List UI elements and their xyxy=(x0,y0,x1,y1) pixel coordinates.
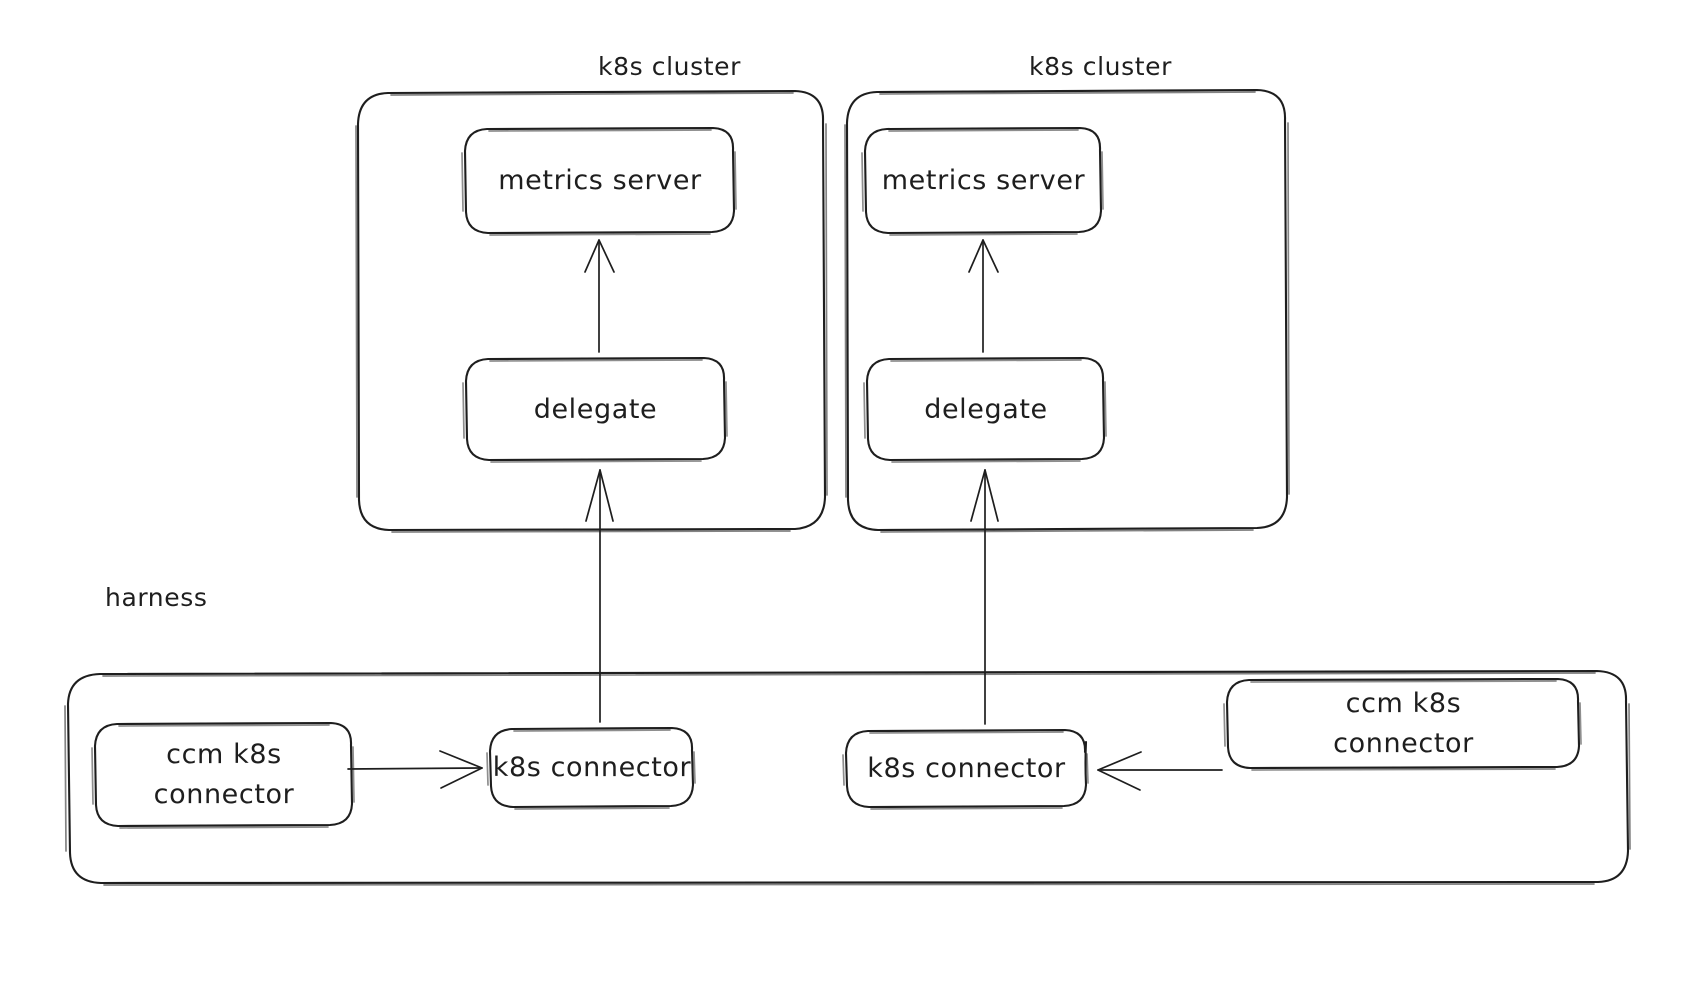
delegate-right-box[interactable] xyxy=(863,356,1107,463)
harness-container[interactable] xyxy=(64,669,1631,886)
edge-delegate-to-metrics-left xyxy=(584,239,615,353)
edge-delegate-to-metrics-right xyxy=(968,239,999,353)
ccm-k8s-connector-left-box[interactable] xyxy=(91,721,355,829)
edge-connector-to-delegate-left xyxy=(585,469,614,723)
edge-ccm-to-connector-right xyxy=(1097,751,1223,791)
metrics-server-right-box[interactable] xyxy=(861,126,1104,236)
harness-caption: harness xyxy=(105,583,208,612)
edge-ccm-to-connector-left xyxy=(347,750,483,789)
delegate-left-box[interactable] xyxy=(462,356,728,463)
cluster-left-caption: k8s cluster xyxy=(598,52,741,81)
cluster-right-container[interactable] xyxy=(844,88,1290,533)
metrics-server-left-box[interactable] xyxy=(461,126,737,236)
edge-connector-to-delegate-right xyxy=(970,469,999,725)
cluster-right-caption: k8s cluster xyxy=(1029,52,1172,81)
k8s-connector-right-box[interactable] xyxy=(842,728,1089,810)
ccm-k8s-connector-right-box[interactable] xyxy=(1223,677,1582,771)
cluster-left-container[interactable] xyxy=(355,89,828,533)
k8s-connector-left-box[interactable] xyxy=(486,726,696,810)
